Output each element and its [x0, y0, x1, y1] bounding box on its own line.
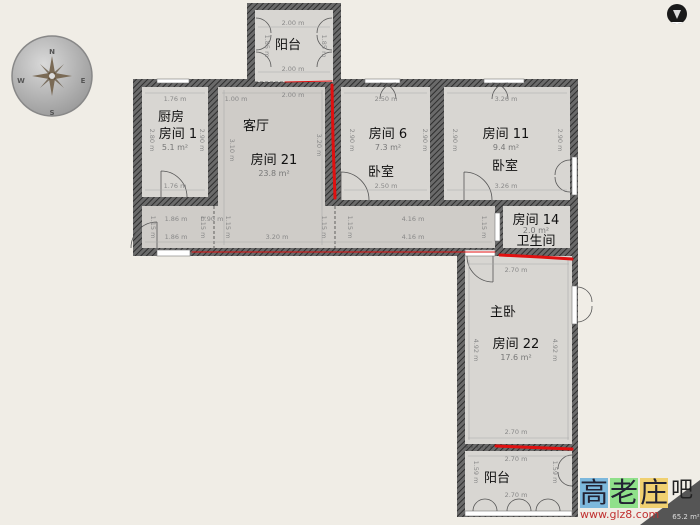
dimension-labels: 2.00 m 1.85 m 1.85 m 2.00 m 1.00 m 2.00 … — [148, 19, 564, 499]
master-floor — [465, 256, 572, 444]
living-label[interactable]: 客厅 — [243, 118, 269, 134]
room22-area: 17.6 m² — [500, 353, 531, 362]
kitchen-area: 5.1 m² — [162, 143, 188, 152]
dim-label: 1.85 m — [263, 35, 271, 58]
dim-label: 1.85 m — [320, 35, 328, 58]
red-markers — [191, 80, 574, 451]
dim-label: 2.70 m — [505, 491, 528, 499]
page-curl[interactable] — [640, 480, 700, 525]
bathroom-floor — [503, 206, 570, 248]
dim-label: 3.26 m — [495, 95, 518, 103]
master-label[interactable]: 主卧 — [490, 305, 516, 320]
room14-label[interactable]: 房间 14 — [513, 212, 560, 228]
living-area: 23.8 m² — [258, 169, 289, 178]
room22-label[interactable]: 房间 22 — [493, 336, 540, 352]
doors[interactable] — [130, 17, 593, 512]
watermark-char: 高 — [580, 476, 609, 509]
living-room-label[interactable]: 房间 21 — [251, 152, 298, 168]
dimension-lines — [145, 26, 569, 457]
dim-label: 2.70 m — [505, 266, 528, 274]
dim-label: 2.50 m — [375, 95, 398, 103]
dim-label: 1.59 m — [472, 461, 480, 484]
dim-label: 2.90 m — [421, 129, 429, 152]
room-floors — [142, 10, 572, 515]
dim-label: 1.15 m — [480, 216, 488, 239]
watermark-char: 庄 — [640, 476, 669, 509]
compass-w: W — [17, 77, 25, 85]
balcony-top-floor — [255, 10, 333, 82]
dim-label: 4.92 m — [472, 339, 480, 362]
balcony-bottom-label[interactable]: 阳台 — [484, 471, 510, 486]
dim-label: 1.15 m — [149, 216, 157, 239]
compass-rose-icon[interactable]: N E S W — [11, 35, 93, 117]
dim-label: 1.86 m — [165, 215, 188, 223]
dim-label: 1.76 m — [164, 182, 187, 190]
dim-label: 2.70 m — [505, 428, 528, 436]
windows — [156, 78, 578, 517]
bathroom-label[interactable]: 卫生间 — [516, 234, 555, 249]
dim-label: 2.70 m — [505, 455, 528, 463]
dim-label: 3.10 m — [228, 139, 236, 162]
watermark-url: www.glz8.com — [580, 508, 660, 521]
dim-label: 0.90 m — [201, 215, 224, 223]
room-labels: 阳台 厨房 房间 1 5.1 m² 客厅 房间 21 23.8 m² 房间 6 … — [158, 38, 559, 486]
dim-label: 1.15 m — [224, 216, 232, 239]
dim-label: 2.90 m — [198, 129, 206, 152]
room11-area: 9.4 m² — [493, 143, 519, 152]
kitchen-floor — [142, 87, 208, 197]
dim-label: 2.90 m — [556, 129, 564, 152]
corridor-floor — [142, 206, 495, 248]
watermark-logo: 高 老 庄 吧 www.glz8.com — [580, 476, 693, 523]
dim-label: 1.00 m — [225, 95, 248, 103]
kitchen-label[interactable]: 厨房 — [158, 109, 184, 125]
compass-n: N — [49, 48, 55, 56]
dim-label: 1.76 m — [164, 95, 187, 103]
dropdown-arrow-icon[interactable] — [667, 4, 687, 25]
room14-area: 2.0 m² — [523, 226, 549, 235]
dim-label: 4.92 m — [551, 339, 559, 362]
dim-label: 3.20 m — [266, 233, 289, 241]
dim-label: 2.90 m — [451, 129, 459, 152]
dim-label: 1.15 m — [346, 216, 354, 239]
dim-label: 2.80 m — [148, 129, 156, 152]
compass-e: E — [81, 77, 86, 85]
room11-label[interactable]: 房间 11 — [483, 126, 530, 142]
total-area: 65.2 m² — [672, 513, 700, 521]
dim-label: 3.26 m — [495, 182, 518, 190]
dim-label: 2.90 m — [348, 129, 356, 152]
room6-name[interactable]: 卧室 — [368, 164, 394, 180]
balcony-bottom-floor — [465, 451, 572, 515]
dim-label: 1.15 m — [199, 216, 207, 239]
dim-label: 1.59 m — [551, 461, 559, 484]
room11-name[interactable]: 卧室 — [492, 158, 518, 174]
room6-area: 7.3 m² — [375, 143, 401, 152]
balcony-top-label[interactable]: 阳台 — [275, 38, 301, 53]
dim-label: 4.16 m — [402, 233, 425, 241]
watermark-char: 老 — [610, 476, 639, 509]
room6-label[interactable]: 房间 6 — [369, 126, 407, 142]
watermark-char: 吧 — [670, 478, 693, 503]
dim-label: 1.86 m — [165, 233, 188, 241]
compass-s: S — [49, 109, 54, 117]
dim-label: 2.00 m — [282, 19, 305, 27]
dim-label: 2.50 m — [375, 182, 398, 190]
room6-floor — [341, 87, 430, 200]
kitchen-room-label[interactable]: 房间 1 — [159, 126, 197, 142]
dim-label: 3.20 m — [315, 134, 323, 157]
room11-floor — [444, 87, 570, 200]
dim-label: 1.15 m — [320, 216, 328, 239]
dim-label: 4.16 m — [402, 215, 425, 223]
dim-label: 2.00 m — [282, 65, 305, 73]
dim-label: 2.00 m — [282, 91, 305, 99]
